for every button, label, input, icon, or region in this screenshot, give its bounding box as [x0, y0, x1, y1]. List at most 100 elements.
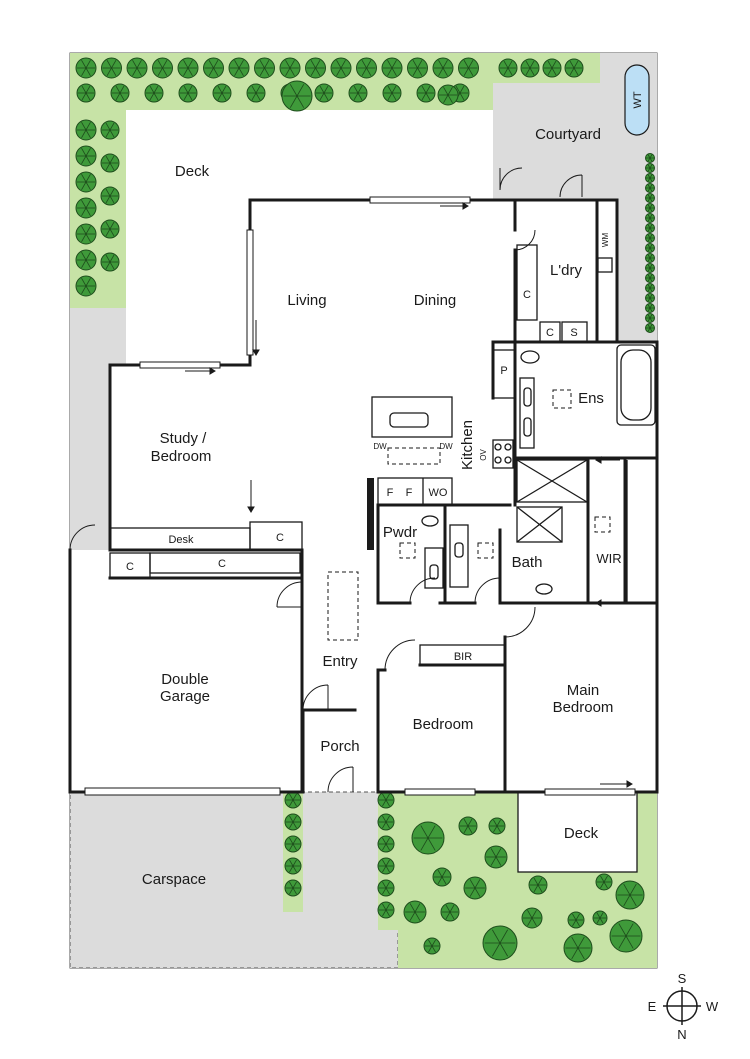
tree-icon	[377, 857, 395, 875]
label-garage-line2: Garage	[160, 688, 210, 705]
label-living: Living	[287, 292, 326, 309]
label-laundry-cupboard: C	[523, 289, 531, 301]
tree-icon	[377, 791, 395, 809]
tree-icon	[381, 57, 403, 79]
label-oven: OV	[479, 449, 488, 461]
tree-icon	[228, 57, 250, 79]
label-kitchen: Kitchen	[459, 420, 476, 470]
tree-icon	[100, 186, 120, 206]
tree-icon	[423, 937, 441, 955]
compass-left-label: E	[648, 999, 657, 1014]
tree-icon	[75, 57, 97, 79]
tree-icon	[645, 273, 655, 283]
label-porch: Porch	[320, 738, 359, 755]
label-garage-cupboard-right: C	[218, 558, 226, 570]
tree-icon	[592, 910, 608, 926]
compass: S E W N	[648, 971, 719, 1042]
slider-arrows	[185, 202, 633, 788]
tree-icon	[645, 243, 655, 253]
front-deck-area	[517, 791, 638, 873]
labels: Deck Courtyard Living Dining L'dry WM C …	[126, 126, 622, 888]
tree-icon	[314, 83, 334, 103]
tree-icon	[463, 876, 487, 900]
tree-icon	[356, 57, 377, 79]
label-powder: Pwdr	[383, 524, 417, 541]
label-bath: Bath	[512, 554, 543, 571]
tree-icon	[482, 925, 518, 961]
compass-right-label: W	[706, 999, 719, 1014]
tree-icon	[377, 835, 395, 853]
tree-icon	[411, 821, 445, 855]
tree-icon	[284, 791, 302, 809]
label-washing-machine: WM	[601, 233, 610, 248]
tree-icon	[498, 58, 518, 78]
tree-icon	[645, 233, 655, 243]
tree-icon	[177, 57, 199, 79]
rear-lawn	[70, 53, 493, 308]
tree-icon	[645, 183, 655, 193]
tree-icon	[458, 816, 478, 836]
tree-icon	[152, 57, 173, 79]
tree-icon	[330, 57, 352, 79]
tree-icon	[75, 171, 97, 193]
label-main-bedroom-line2: Bedroom	[553, 699, 614, 716]
label-courtyard: Courtyard	[535, 126, 601, 143]
tree-icon	[382, 83, 402, 103]
tree-icon	[645, 163, 655, 173]
water-tank	[624, 64, 650, 136]
label-cupboard-small: C	[546, 327, 554, 339]
courtyard-paving	[493, 53, 657, 342]
tree-icon	[645, 303, 655, 313]
windows	[84, 196, 636, 796]
fixtures	[109, 244, 656, 666]
label-bedroom: Bedroom	[413, 716, 474, 733]
tree-icon	[76, 83, 96, 103]
tree-icon	[440, 902, 460, 922]
label-study-line1: Study /	[160, 430, 208, 447]
tree-icon	[377, 813, 395, 831]
label-garage-line1: Double	[161, 671, 209, 688]
tree-icon	[75, 197, 97, 219]
tree-icon	[645, 283, 655, 293]
tree-icon	[100, 153, 120, 173]
label-desk: Desk	[168, 534, 194, 546]
tree-icon	[284, 835, 302, 853]
tree-icon	[100, 219, 120, 239]
label-garage-cupboard-left: C	[126, 561, 134, 573]
tree-icon	[305, 57, 326, 79]
tree-icon	[284, 813, 302, 831]
label-dining: Dining	[414, 292, 457, 309]
tree-icon	[484, 845, 508, 869]
tree-icon	[563, 933, 593, 963]
tree-icon	[528, 875, 548, 895]
label-wir: WIR	[596, 551, 621, 566]
tree-icon	[645, 153, 655, 163]
label-pantry: P	[500, 365, 507, 377]
tree-icon	[75, 275, 97, 297]
tree-icon	[246, 83, 266, 103]
tree-icon	[437, 84, 459, 106]
tree-icon	[377, 879, 395, 897]
tree-icon	[432, 57, 454, 79]
label-fridge-1: F	[387, 487, 394, 499]
tree-icon	[645, 213, 655, 223]
tree-icon	[645, 253, 655, 263]
doors	[69, 167, 583, 793]
tree-icon	[458, 57, 479, 79]
tree-icon	[416, 83, 436, 103]
label-main-bedroom-line1: Main	[567, 682, 600, 699]
water-tank-label: WT	[632, 91, 644, 108]
tree-icon	[281, 80, 313, 112]
tree-icon	[100, 252, 120, 272]
tree-icon	[407, 57, 428, 79]
tree-icon	[75, 249, 97, 271]
label-ensuite: Ens	[578, 390, 604, 407]
tree-icon	[645, 313, 655, 323]
compass-bottom-label: N	[677, 1027, 686, 1042]
tree-icon	[564, 58, 584, 78]
tree-icon	[615, 880, 645, 910]
tree-icon	[488, 817, 506, 835]
grounds	[69, 52, 658, 969]
tree-icon	[432, 867, 452, 887]
